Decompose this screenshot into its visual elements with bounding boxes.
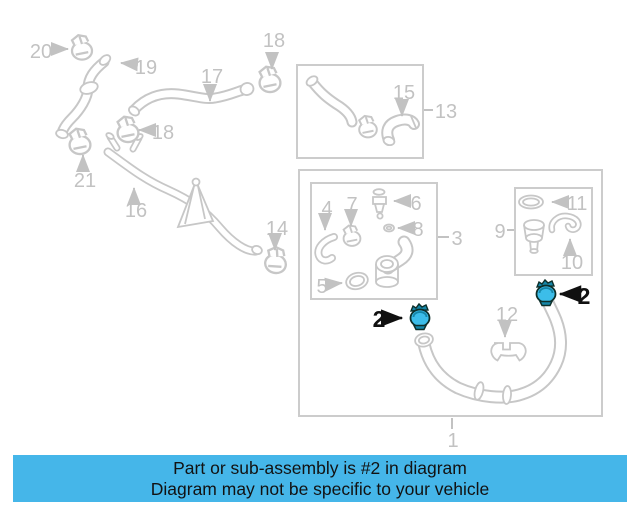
callout-4: 4 [318, 198, 333, 231]
label-15: 15 [393, 82, 415, 104]
part-19-hose [55, 54, 112, 140]
part-1-hose [414, 292, 567, 405]
callout-15: 15 [393, 82, 415, 117]
box-9-subassembly [514, 187, 593, 276]
label-14: 14 [266, 218, 288, 240]
part-2-clamp-left-highlighted [409, 303, 431, 331]
part-17-hose [128, 82, 255, 117]
label-3: 3 [451, 228, 462, 250]
callout-3: 3 [438, 228, 463, 250]
part-18-clamp-upper [258, 65, 282, 94]
label-7: 7 [346, 194, 357, 216]
callout-18-mid: 18 [138, 122, 174, 144]
callout-6: 6 [393, 193, 422, 215]
callout-2-right: 2 [558, 283, 591, 309]
part-18-clamp-mid [116, 115, 140, 144]
part-11-oring [518, 194, 544, 210]
label-16: 16 [125, 200, 147, 222]
part-21-clamp [68, 127, 92, 156]
info-banner: Part or sub-assembly is #2 in diagram Di… [13, 455, 627, 502]
label-20: 20 [30, 41, 52, 63]
banner-line-1: Part or sub-assembly is #2 in diagram [173, 457, 467, 478]
part-2-clamp-right-highlighted [535, 279, 557, 307]
thermostat-housing [375, 235, 414, 288]
label-19: 19 [135, 57, 157, 79]
part-10-spring-clamp [548, 212, 582, 234]
callout-12: 12 [496, 304, 518, 338]
label-21: 21 [74, 170, 96, 192]
callout-13: 13 [424, 101, 457, 123]
part-12-clip [490, 342, 527, 362]
callout-2-left: 2 [373, 306, 404, 332]
label-2-left: 2 [373, 306, 386, 332]
label-6: 6 [410, 193, 421, 215]
part-5-gasket [345, 271, 369, 291]
callout-20: 20 [30, 41, 69, 63]
box-1-assembly [298, 169, 603, 417]
callout-18-top: 18 [263, 30, 285, 70]
callout-11: 11 [551, 193, 588, 215]
callout-19: 19 [120, 57, 157, 79]
label-13: 13 [435, 101, 457, 123]
part-14-clamp [261, 244, 291, 277]
box13-clamp [358, 114, 378, 139]
callout-14: 14 [266, 218, 288, 251]
label-1: 1 [447, 430, 458, 452]
part-20-clamp [70, 34, 94, 61]
callouts: 20 19 17 18 18 21 16 14 [30, 30, 591, 452]
box-3-subassembly [310, 182, 438, 300]
label-11: 11 [567, 193, 588, 215]
callout-10: 10 [561, 238, 583, 274]
box-13-subassembly [296, 64, 424, 159]
part-8-oring [383, 223, 395, 233]
callout-21: 21 [74, 154, 96, 192]
part-16-pipe [103, 132, 263, 256]
callout-17: 17 [201, 66, 223, 102]
part-7-clamp [342, 224, 362, 247]
label-18-top: 18 [263, 30, 285, 52]
label-8: 8 [412, 219, 423, 241]
part-4-hose [314, 233, 338, 265]
label-5: 5 [316, 276, 327, 298]
callout-8: 8 [397, 219, 424, 241]
part-15-elbow [381, 113, 420, 147]
callout-9: 9 [494, 221, 514, 243]
label-17: 17 [201, 66, 223, 88]
label-9: 9 [494, 221, 505, 243]
label-2-right: 2 [578, 283, 591, 309]
label-4: 4 [321, 198, 332, 220]
label-12: 12 [496, 304, 518, 326]
callout-1: 1 [447, 418, 459, 452]
part-9-fitting [523, 219, 545, 254]
banner-line-2: Diagram may not be specific to your vehi… [150, 478, 490, 499]
pipe-bracket [176, 177, 215, 229]
label-18-mid: 18 [152, 122, 174, 144]
label-10: 10 [561, 252, 583, 274]
callout-5: 5 [316, 276, 343, 298]
callout-7: 7 [344, 194, 358, 227]
callout-16: 16 [125, 187, 147, 222]
part-6-sensor [372, 188, 387, 220]
